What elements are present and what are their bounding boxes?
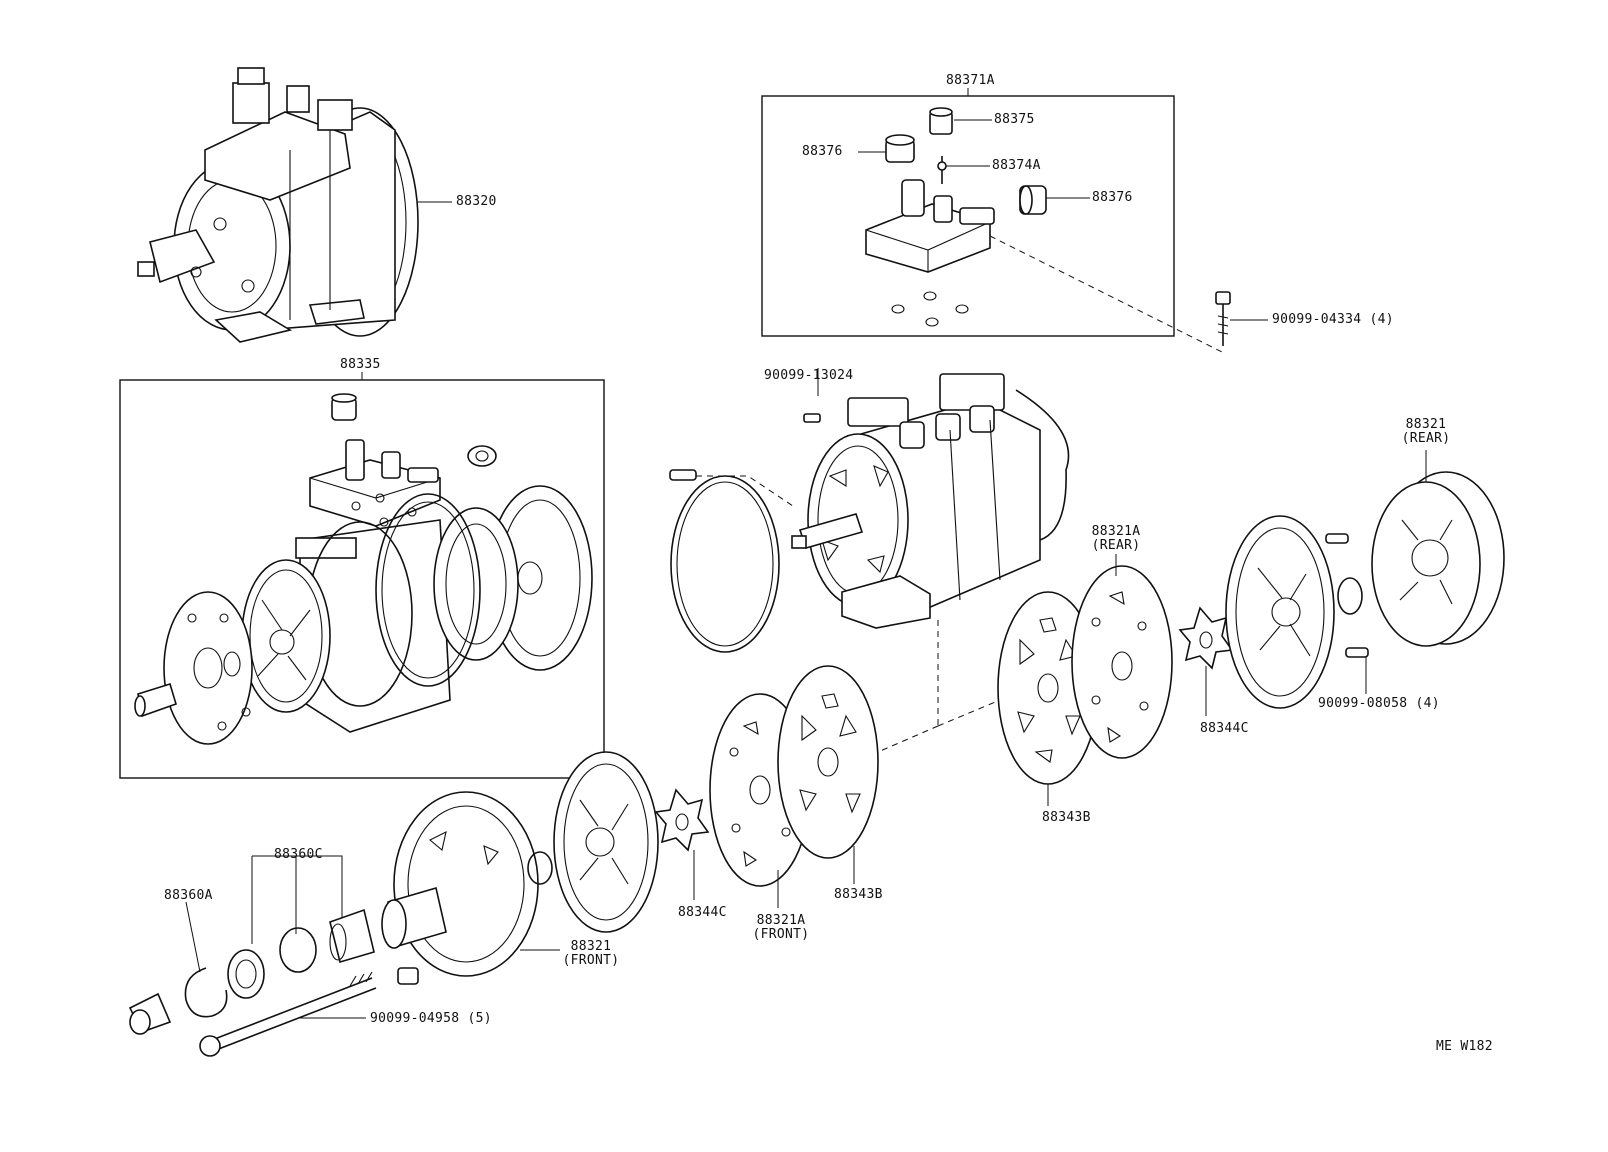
label-88321A-rear-sub: (REAR) (1091, 538, 1141, 553)
label-88360A: 88360A (164, 888, 213, 903)
label-88375: 88375 (994, 112, 1035, 127)
label-88320: 88320 (456, 194, 497, 209)
label-88335: 88335 (340, 357, 381, 372)
diagram-code: ME W182 (1436, 1039, 1493, 1054)
label-88343B-left: 88343B (834, 887, 883, 902)
label-88321A-rear: 88321A (1091, 524, 1141, 539)
label-88344C-right: 88344C (1200, 721, 1249, 736)
label-88321-rear: 88321 (1405, 417, 1447, 432)
bolt-90099-04334 (1215, 291, 1268, 346)
label-90099-08058: 90099-08058 (4) (1318, 696, 1440, 711)
label-88360C: 88360C (274, 847, 323, 862)
label-88321-rear-sub: (REAR) (1401, 431, 1451, 446)
compressor-kit-88335 (119, 372, 605, 779)
service-valve-kit-88371A (761, 88, 1223, 353)
label-88321A-front-sub: (FRONT) (752, 927, 810, 942)
rear-parts-right (997, 450, 1505, 806)
label-88343B-right: 88343B (1042, 810, 1091, 825)
front-parts-bottom (128, 665, 879, 1057)
compressor-assembly-88320 (137, 67, 452, 343)
label-88321A-front: 88321A (756, 913, 806, 928)
label-88376-right: 88376 (1092, 190, 1133, 205)
label-90099-04334: 90099-04334 (4) (1272, 312, 1394, 327)
label-88374A: 88374A (992, 158, 1041, 173)
label-88371A: 88371A (946, 73, 995, 88)
label-88344C-left: 88344C (678, 905, 727, 920)
label-90099-13024: 90099-13024 (764, 368, 854, 383)
compressor-body-center (669, 368, 1070, 753)
label-90099-04958: 90099-04958 (5) (370, 1011, 492, 1026)
label-88321-front: 88321 (570, 939, 612, 954)
label-88376-left: 88376 (802, 144, 843, 159)
label-88321-front-sub: (FRONT) (562, 953, 620, 968)
